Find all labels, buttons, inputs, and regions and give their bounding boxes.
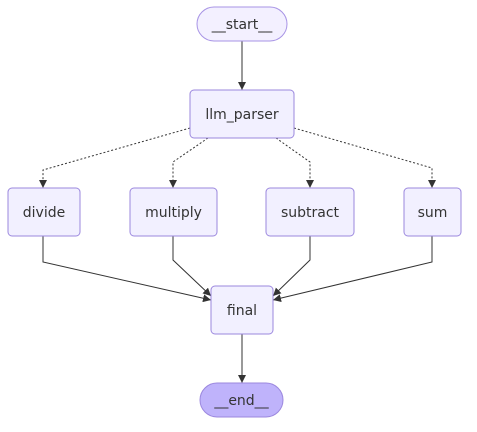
node-box xyxy=(199,382,284,418)
edge-subtract-to-final xyxy=(272,236,311,297)
node-label: __end__ xyxy=(213,393,269,409)
node-label: __start__ xyxy=(211,17,274,33)
edge-divide-to-final xyxy=(42,236,212,303)
edge-multiply-to-final xyxy=(172,236,212,297)
node-box xyxy=(403,187,462,237)
node-divide: divide xyxy=(7,187,81,237)
node-label: final xyxy=(227,303,257,319)
node-multiply: multiply xyxy=(129,187,218,237)
node-box xyxy=(196,6,288,42)
edge-llm_parser-to-sum xyxy=(293,127,436,188)
node-box xyxy=(129,187,218,237)
node-final: final xyxy=(210,285,274,335)
node-end: __end__ xyxy=(199,382,284,418)
node-subtract: subtract xyxy=(265,187,355,237)
node-label: sum xyxy=(418,205,448,221)
node-box xyxy=(210,285,274,335)
edge-llm_parser-to-divide xyxy=(39,127,191,188)
edge-llm_parser-to-multiply xyxy=(169,137,209,188)
node-llm-parser: llm_parser xyxy=(189,89,295,139)
node-label: multiply xyxy=(145,205,202,221)
node-box xyxy=(7,187,81,237)
node-start: __start__ xyxy=(196,6,288,42)
edges-layer xyxy=(39,41,436,383)
node-label: subtract xyxy=(281,205,340,221)
edge-sum-to-final xyxy=(272,236,433,303)
node-sum: sum xyxy=(403,187,462,237)
edge-llm_parser-to-subtract xyxy=(275,137,314,188)
node-label: llm_parser xyxy=(205,107,279,123)
node-box xyxy=(265,187,355,237)
node-label: divide xyxy=(23,205,65,221)
node-box xyxy=(189,89,295,139)
